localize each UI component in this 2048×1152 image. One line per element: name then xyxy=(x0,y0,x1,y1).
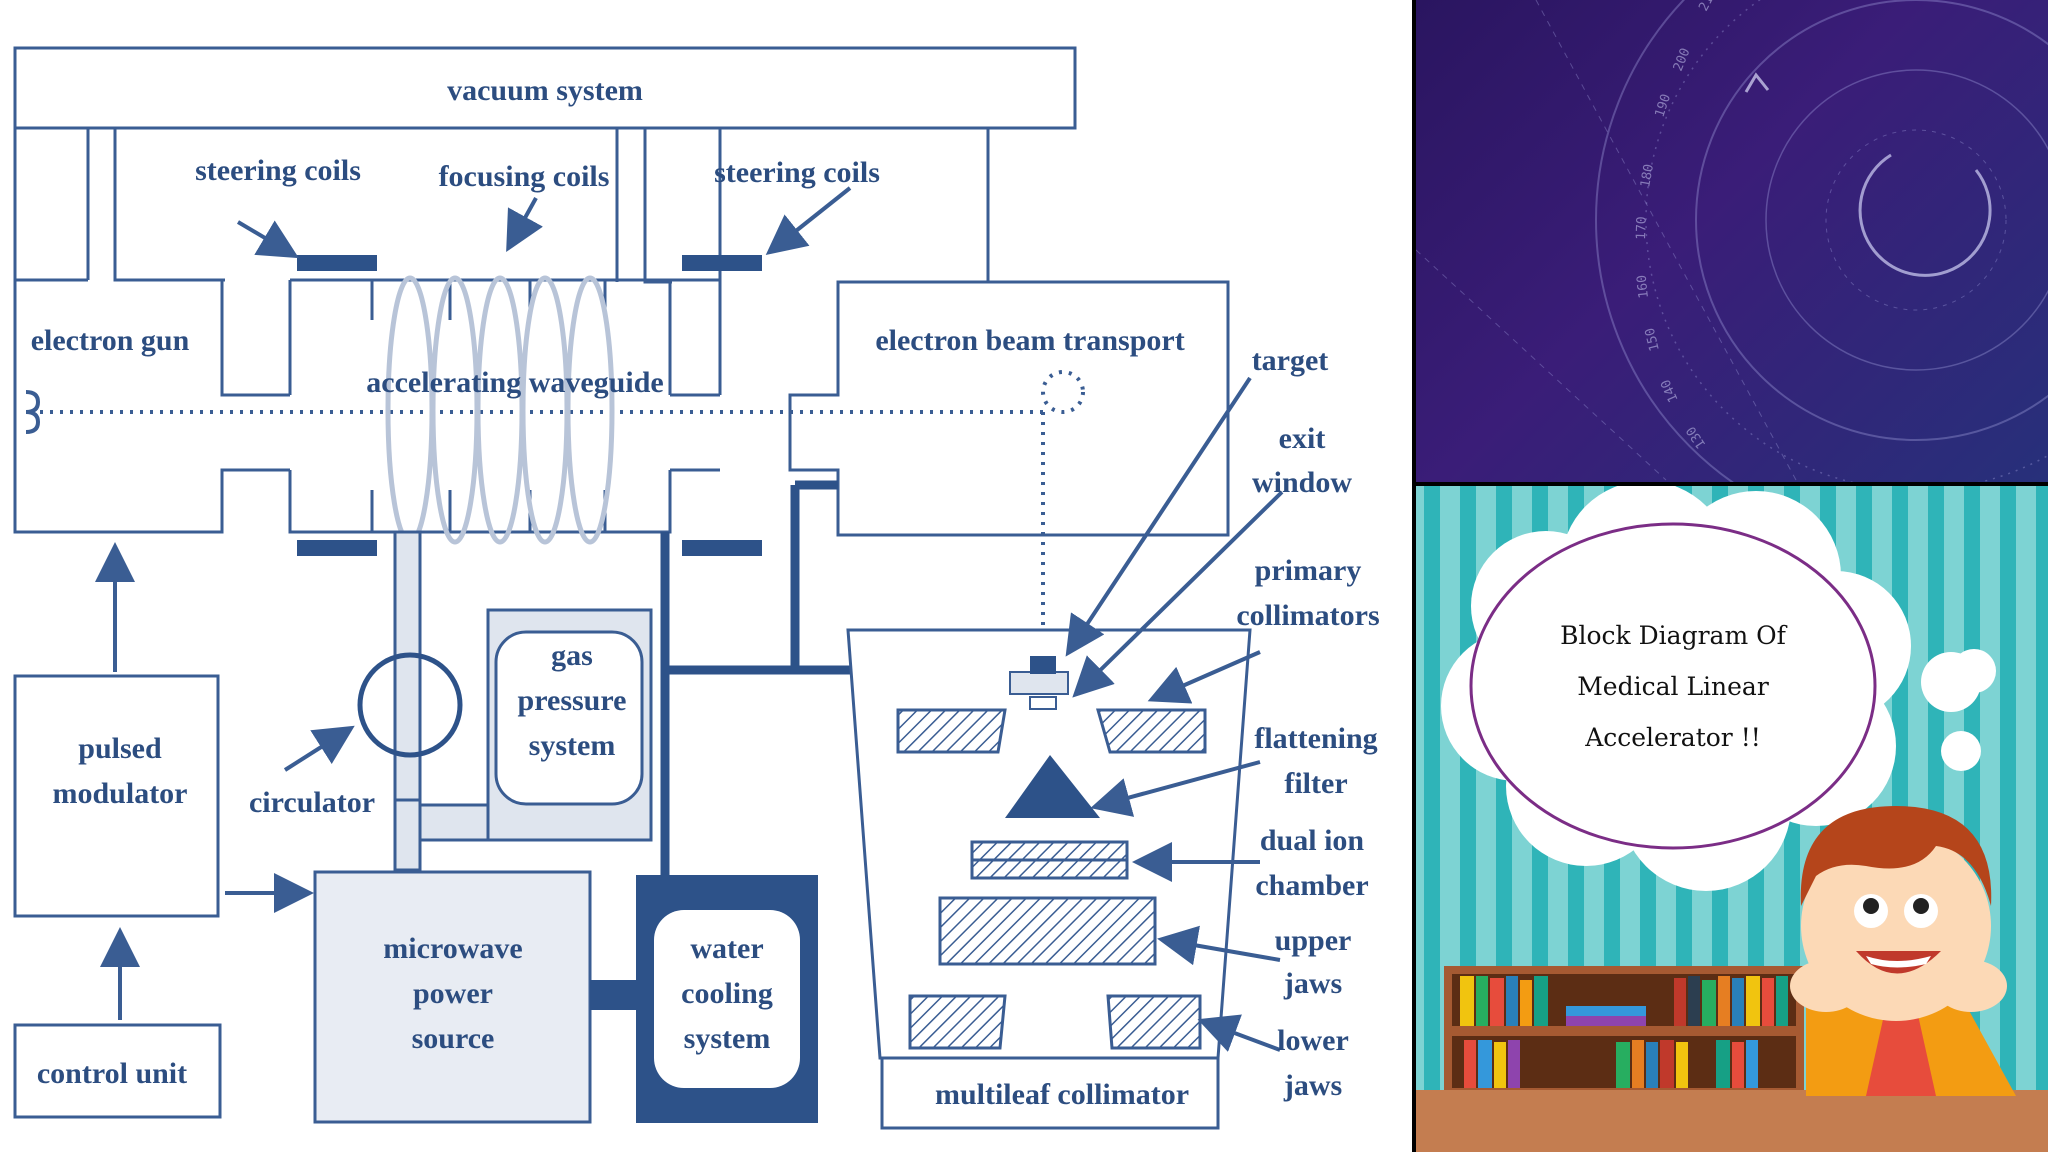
label-pulsed-modulator-2: modulator xyxy=(53,777,188,810)
water-cooling-system-box xyxy=(654,910,800,1088)
label-multileaf-collimator: multileaf collimator xyxy=(935,1078,1189,1111)
cartoon-illustration-panel: Block Diagram Of Medical Linear Accelera… xyxy=(1416,486,2048,1152)
exit-window-block xyxy=(1029,696,1057,710)
label-microwave-1: microwave xyxy=(383,932,522,965)
cathode-icon xyxy=(25,390,41,434)
target-block xyxy=(1030,656,1056,674)
label-upper-jaws-1: upper xyxy=(1275,924,1352,957)
cartoon-boy xyxy=(1790,806,2016,1096)
electron-gun-box xyxy=(13,278,290,534)
label-control-unit: control unit xyxy=(37,1057,187,1090)
label-microwave-3: source xyxy=(412,1022,495,1055)
label-gas-pressure-3: system xyxy=(529,729,616,762)
bookshelf xyxy=(1444,966,1804,1096)
label-lower-jaws-2: jaws xyxy=(1283,1069,1342,1102)
dial-tick-9: 130 xyxy=(1684,423,1710,451)
label-vacuum-system: vacuum system xyxy=(447,74,643,107)
label-flattening-filter-1: flattening xyxy=(1254,722,1377,755)
label-electron-beam-transport: electron beam transport xyxy=(875,324,1184,357)
label-primary-collimators-2: collimators xyxy=(1236,599,1379,632)
beam-transport-box xyxy=(788,280,1230,537)
label-circulator: circulator xyxy=(249,786,375,819)
lower-jaw-right xyxy=(1106,994,1202,1050)
label-electron-gun: electron gun xyxy=(31,324,190,357)
label-upper-jaws-2: jaws xyxy=(1283,967,1342,1000)
dial-tick-3: 190 xyxy=(1653,92,1675,119)
steering-coil-top-right xyxy=(682,255,762,271)
dial-tick-2: 200 xyxy=(1671,46,1694,73)
title-bubble: Block Diagram Of Medical Linear Accelera… xyxy=(1471,524,1875,849)
label-pulsed-modulator-1: pulsed xyxy=(78,732,162,765)
cartoon-graphic xyxy=(1416,486,2048,1152)
label-flattening-filter-2: filter xyxy=(1284,767,1347,800)
label-dual-ion-chamber-1: dual ion xyxy=(1260,824,1365,857)
dial-tick-1: 210 xyxy=(1696,0,1720,14)
primary-collimator-left xyxy=(896,708,1007,754)
label-focusing-coils: focusing coils xyxy=(439,160,610,193)
label-water-cooling-2: cooling xyxy=(681,977,773,1010)
label-gas-pressure-1: gas xyxy=(551,639,593,672)
microwave-power-source-box xyxy=(313,870,592,1124)
label-exit-window-1: exit xyxy=(1279,422,1326,455)
gas-pressure-system-box xyxy=(494,630,644,806)
circulator-symbol xyxy=(357,652,463,758)
label-accelerating-waveguide: accelerating waveguide xyxy=(366,366,663,399)
label-water-cooling-3: system xyxy=(684,1022,771,1055)
label-target: target xyxy=(1252,344,1329,377)
dial-tick-6: 160 xyxy=(1635,274,1652,299)
dial-graphic: 210 200 190 180 170 160 150 140 130 xyxy=(1416,0,2048,482)
label-exit-window-2: window xyxy=(1252,466,1352,499)
decorative-dial-panel: 210 200 190 180 170 160 150 140 130 xyxy=(1416,0,2048,482)
label-dual-ion-chamber-2: chamber xyxy=(1255,869,1368,902)
label-gas-pressure-2: pressure xyxy=(518,684,627,717)
linac-block-diagram: vacuum system steering coils focusing co… xyxy=(0,0,1412,1152)
dial-tick-4: 180 xyxy=(1638,163,1657,189)
upper-jaws-block xyxy=(938,896,1157,966)
label-primary-collimators-1: primary xyxy=(1255,554,1362,587)
primary-collimator-right xyxy=(1096,708,1207,754)
lower-jaw-left xyxy=(908,994,1007,1050)
title-ellipse xyxy=(1469,522,1877,850)
label-water-cooling-1: water xyxy=(690,932,763,965)
label-lower-jaws-1: lower xyxy=(1277,1024,1349,1057)
table-surface xyxy=(1416,1090,2048,1152)
dial-tick-5: 170 xyxy=(1634,216,1650,240)
dial-tick-8: 140 xyxy=(1658,377,1681,405)
vacuum-system-top xyxy=(13,46,1077,130)
diagram-canvas: vacuum system steering coils focusing co… xyxy=(13,46,1380,1130)
label-steering-coils-left: steering coils xyxy=(195,154,361,187)
pulsed-modulator-box xyxy=(13,674,220,918)
flattening-filter-cone xyxy=(1005,755,1100,818)
steering-coil-top-left xyxy=(297,255,377,271)
label-steering-coils-right: steering coils xyxy=(714,156,880,189)
control-unit-box xyxy=(13,1023,222,1119)
slide-title: Block Diagram Of Medical Linear Accelera… xyxy=(1560,621,1786,752)
label-microwave-2: power xyxy=(413,977,493,1010)
dial-tick-7: 150 xyxy=(1643,326,1663,352)
multileaf-collimator-box xyxy=(880,1056,1220,1130)
